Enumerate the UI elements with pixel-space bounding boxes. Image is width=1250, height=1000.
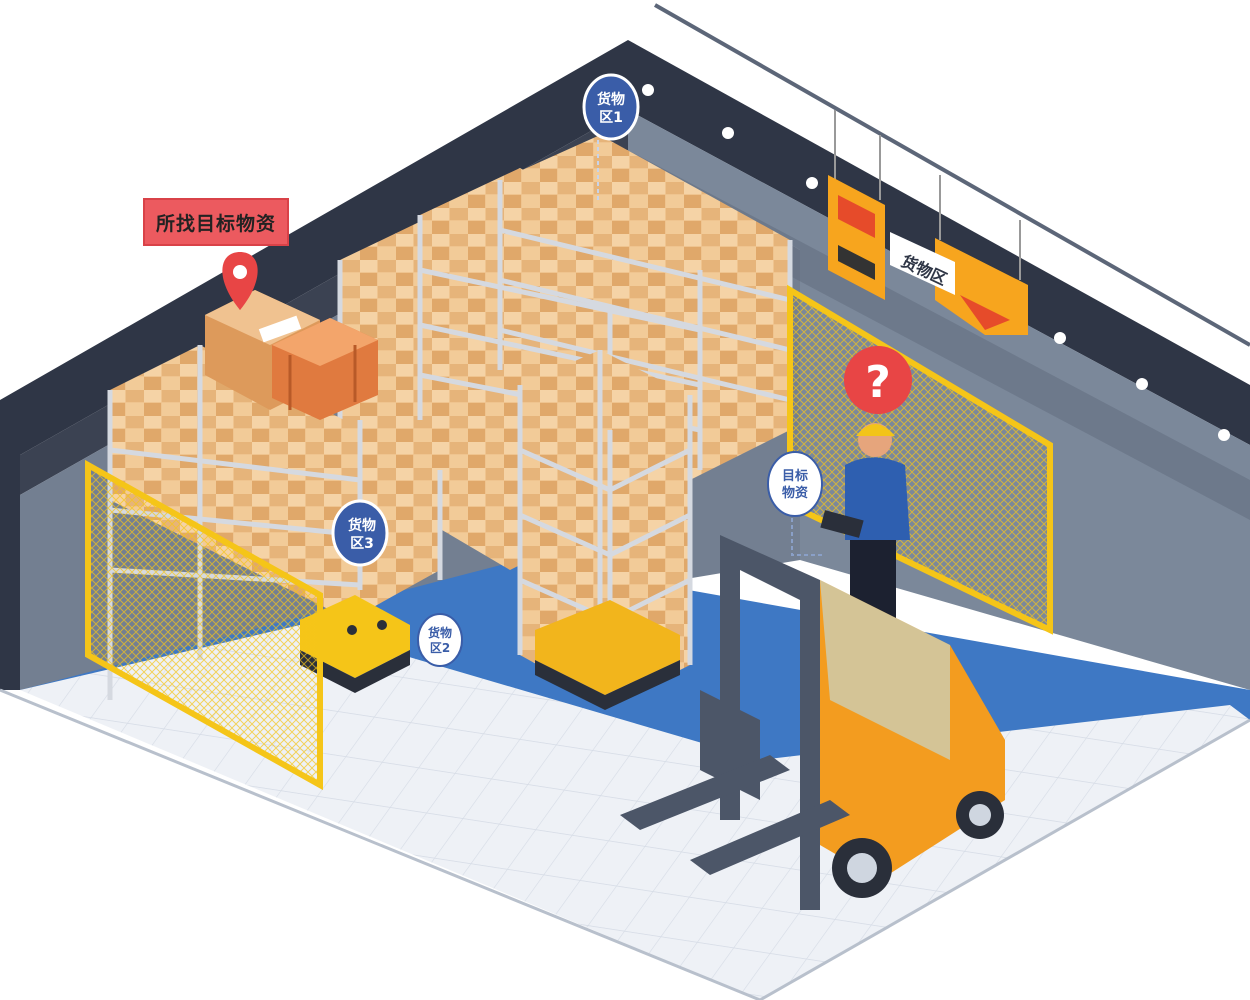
zone1-bubble bbox=[582, 73, 640, 200]
zone2-bubble bbox=[417, 613, 463, 667]
zone1-line1: 货物 bbox=[596, 91, 625, 108]
zone3-bubble bbox=[331, 499, 389, 567]
target-item-label: 所找目标物资 bbox=[143, 198, 289, 246]
zone2-line1: 货物 bbox=[428, 625, 452, 640]
target-bubble bbox=[767, 451, 823, 556]
roof-edge bbox=[654, 3, 1250, 347]
target-bubble-line1: 目标 bbox=[782, 468, 808, 484]
zone2-line2: 区2 bbox=[430, 641, 450, 655]
location-pin-icon bbox=[222, 252, 258, 310]
hanging-signs bbox=[828, 110, 1028, 335]
zone3-line2: 区3 bbox=[350, 536, 374, 552]
question-mark: ? bbox=[865, 357, 891, 408]
worker bbox=[820, 423, 910, 620]
target-bubble-line2: 物资 bbox=[782, 485, 808, 501]
zone3-line1: 货物 bbox=[347, 517, 376, 534]
forklift bbox=[620, 535, 1005, 910]
front-rack bbox=[517, 350, 693, 710]
question-icon bbox=[844, 346, 912, 414]
target-boxes bbox=[205, 290, 378, 420]
zone1-line2: 区1 bbox=[599, 110, 623, 126]
